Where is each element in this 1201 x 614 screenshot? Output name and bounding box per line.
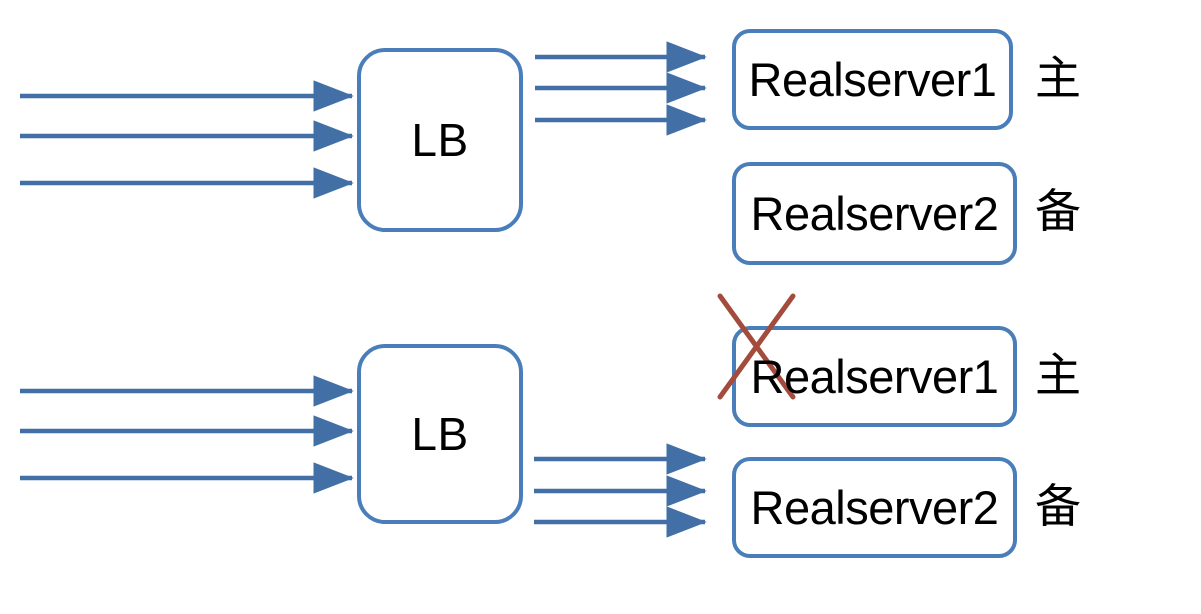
bottom-inbound-arrow-group	[20, 375, 354, 494]
bottom-outbound-arrow-group	[534, 443, 707, 538]
lb-box-failover[interactable]	[357, 344, 523, 524]
realserver2-box-failover[interactable]	[732, 457, 1017, 558]
role-label-standby-failover: 备	[1035, 479, 1081, 533]
lb-box-normal[interactable]	[357, 48, 523, 232]
realserver1-box-normal[interactable]	[732, 29, 1013, 130]
failure-cross-icon	[717, 293, 796, 400]
failure-cross-stroke-2	[717, 293, 796, 400]
realserver2-box-normal[interactable]	[732, 162, 1017, 265]
top-inbound-arrow-group	[20, 80, 354, 199]
role-label-standby-normal: 备	[1035, 184, 1081, 238]
role-label-primary-failover: 主	[1035, 348, 1081, 402]
role-label-primary-normal: 主	[1035, 51, 1081, 105]
top-outbound-arrow-group	[535, 41, 707, 136]
